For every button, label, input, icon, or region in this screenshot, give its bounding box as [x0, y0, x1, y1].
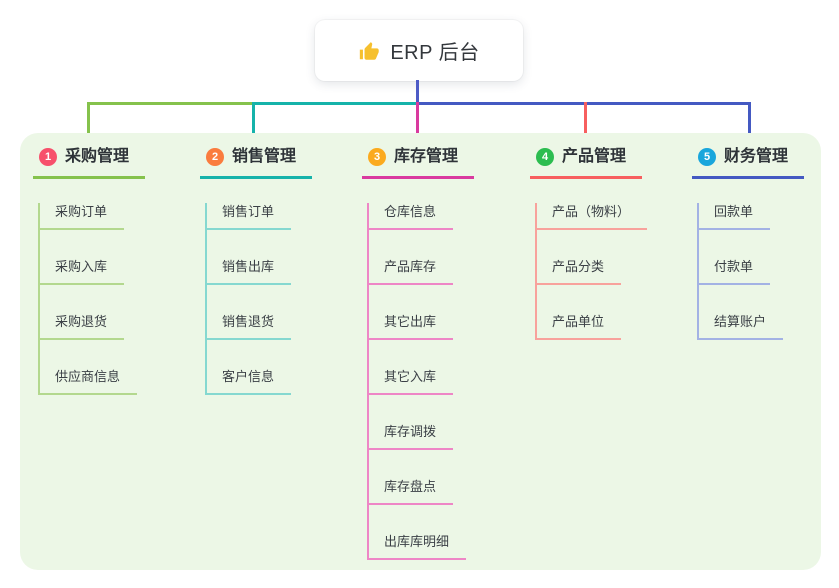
child-node[interactable]: 销售订单 — [207, 203, 292, 230]
branch-title-sales[interactable]: 2 销售管理 — [200, 146, 313, 179]
branch-title-inventory[interactable]: 3 库存管理 — [362, 146, 475, 179]
branches-container — [20, 133, 821, 570]
branch-children: 销售订单销售出库销售退货客户信息 — [205, 203, 292, 395]
branch-label: 库存管理 — [394, 148, 459, 165]
branch-children: 回款单付款单结算账户 — [697, 203, 784, 340]
branch-finance: 5 财务管理回款单付款单结算账户 — [692, 146, 805, 340]
child-node[interactable]: 客户信息 — [207, 368, 292, 395]
branch-product: 4 产品管理产品（物料） 产品分类产品单位 — [530, 146, 648, 340]
child-node[interactable]: 其它入库 — [369, 368, 454, 395]
child-node[interactable]: 回款单 — [699, 203, 771, 230]
child-node[interactable]: 供应商信息 — [40, 368, 138, 395]
branch-title-product[interactable]: 4 产品管理 — [530, 146, 643, 179]
child-node[interactable]: 产品单位 — [537, 313, 622, 340]
root-label: ERP 后台 — [390, 42, 480, 64]
branch-label: 销售管理 — [232, 148, 297, 165]
branch-label: 财务管理 — [724, 148, 789, 165]
child-node[interactable]: 产品分类 — [537, 258, 622, 285]
child-node[interactable]: 其它出库 — [369, 313, 454, 340]
connector-root-drop — [416, 80, 419, 104]
child-node[interactable]: 结算账户 — [699, 313, 784, 340]
child-node[interactable]: 销售退货 — [207, 313, 292, 340]
branch-children: 产品（物料） 产品分类产品单位 — [535, 203, 648, 340]
branch-number-badge: 5 — [698, 148, 716, 166]
root-node[interactable]: ERP 后台 — [315, 20, 523, 81]
connector-branch2-drop — [252, 102, 255, 143]
branch-label: 产品管理 — [562, 148, 627, 165]
child-node[interactable]: 采购订单 — [40, 203, 125, 230]
child-node[interactable]: 出库库明细 — [369, 533, 467, 560]
child-node[interactable]: 库存调拨 — [369, 423, 454, 450]
branch-sales: 2 销售管理销售订单销售出库销售退货客户信息 — [200, 146, 313, 395]
connector-branch1-drop — [87, 102, 90, 143]
branch-children: 采购订单采购入库采购退货供应商信息 — [38, 203, 138, 395]
connector-branch5-drop — [748, 102, 751, 143]
branch-number-badge: 4 — [536, 148, 554, 166]
child-node[interactable]: 付款单 — [699, 258, 771, 285]
branch-purchase: 1 采购管理采购订单采购入库采购退货供应商信息 — [33, 146, 146, 395]
child-node[interactable]: 采购入库 — [40, 258, 125, 285]
branch-number-badge: 2 — [206, 148, 224, 166]
branch-label: 采购管理 — [65, 148, 130, 165]
child-node[interactable]: 采购退货 — [40, 313, 125, 340]
branch-children: 仓库信息产品库存其它出库其它入库库存调拨库存盘点出库库明细 — [367, 203, 467, 560]
branch-inventory: 3 库存管理仓库信息产品库存其它出库其它入库库存调拨库存盘点出库库明细 — [362, 146, 475, 560]
connector-branch2-horizontal — [252, 102, 419, 105]
branch-title-purchase[interactable]: 1 采购管理 — [33, 146, 146, 179]
child-node[interactable]: 销售出库 — [207, 258, 292, 285]
branch-title-finance[interactable]: 5 财务管理 — [692, 146, 805, 179]
connector-branch4-drop — [584, 102, 587, 143]
thumbs-up-icon — [358, 40, 380, 62]
child-node[interactable]: 产品（物料） — [537, 203, 648, 230]
connector-branch3-drop — [416, 102, 419, 143]
branch-number-badge: 1 — [39, 148, 57, 166]
child-node[interactable]: 产品库存 — [369, 258, 454, 285]
child-node[interactable]: 仓库信息 — [369, 203, 454, 230]
branch-number-badge: 3 — [368, 148, 386, 166]
child-node[interactable]: 库存盘点 — [369, 478, 454, 505]
